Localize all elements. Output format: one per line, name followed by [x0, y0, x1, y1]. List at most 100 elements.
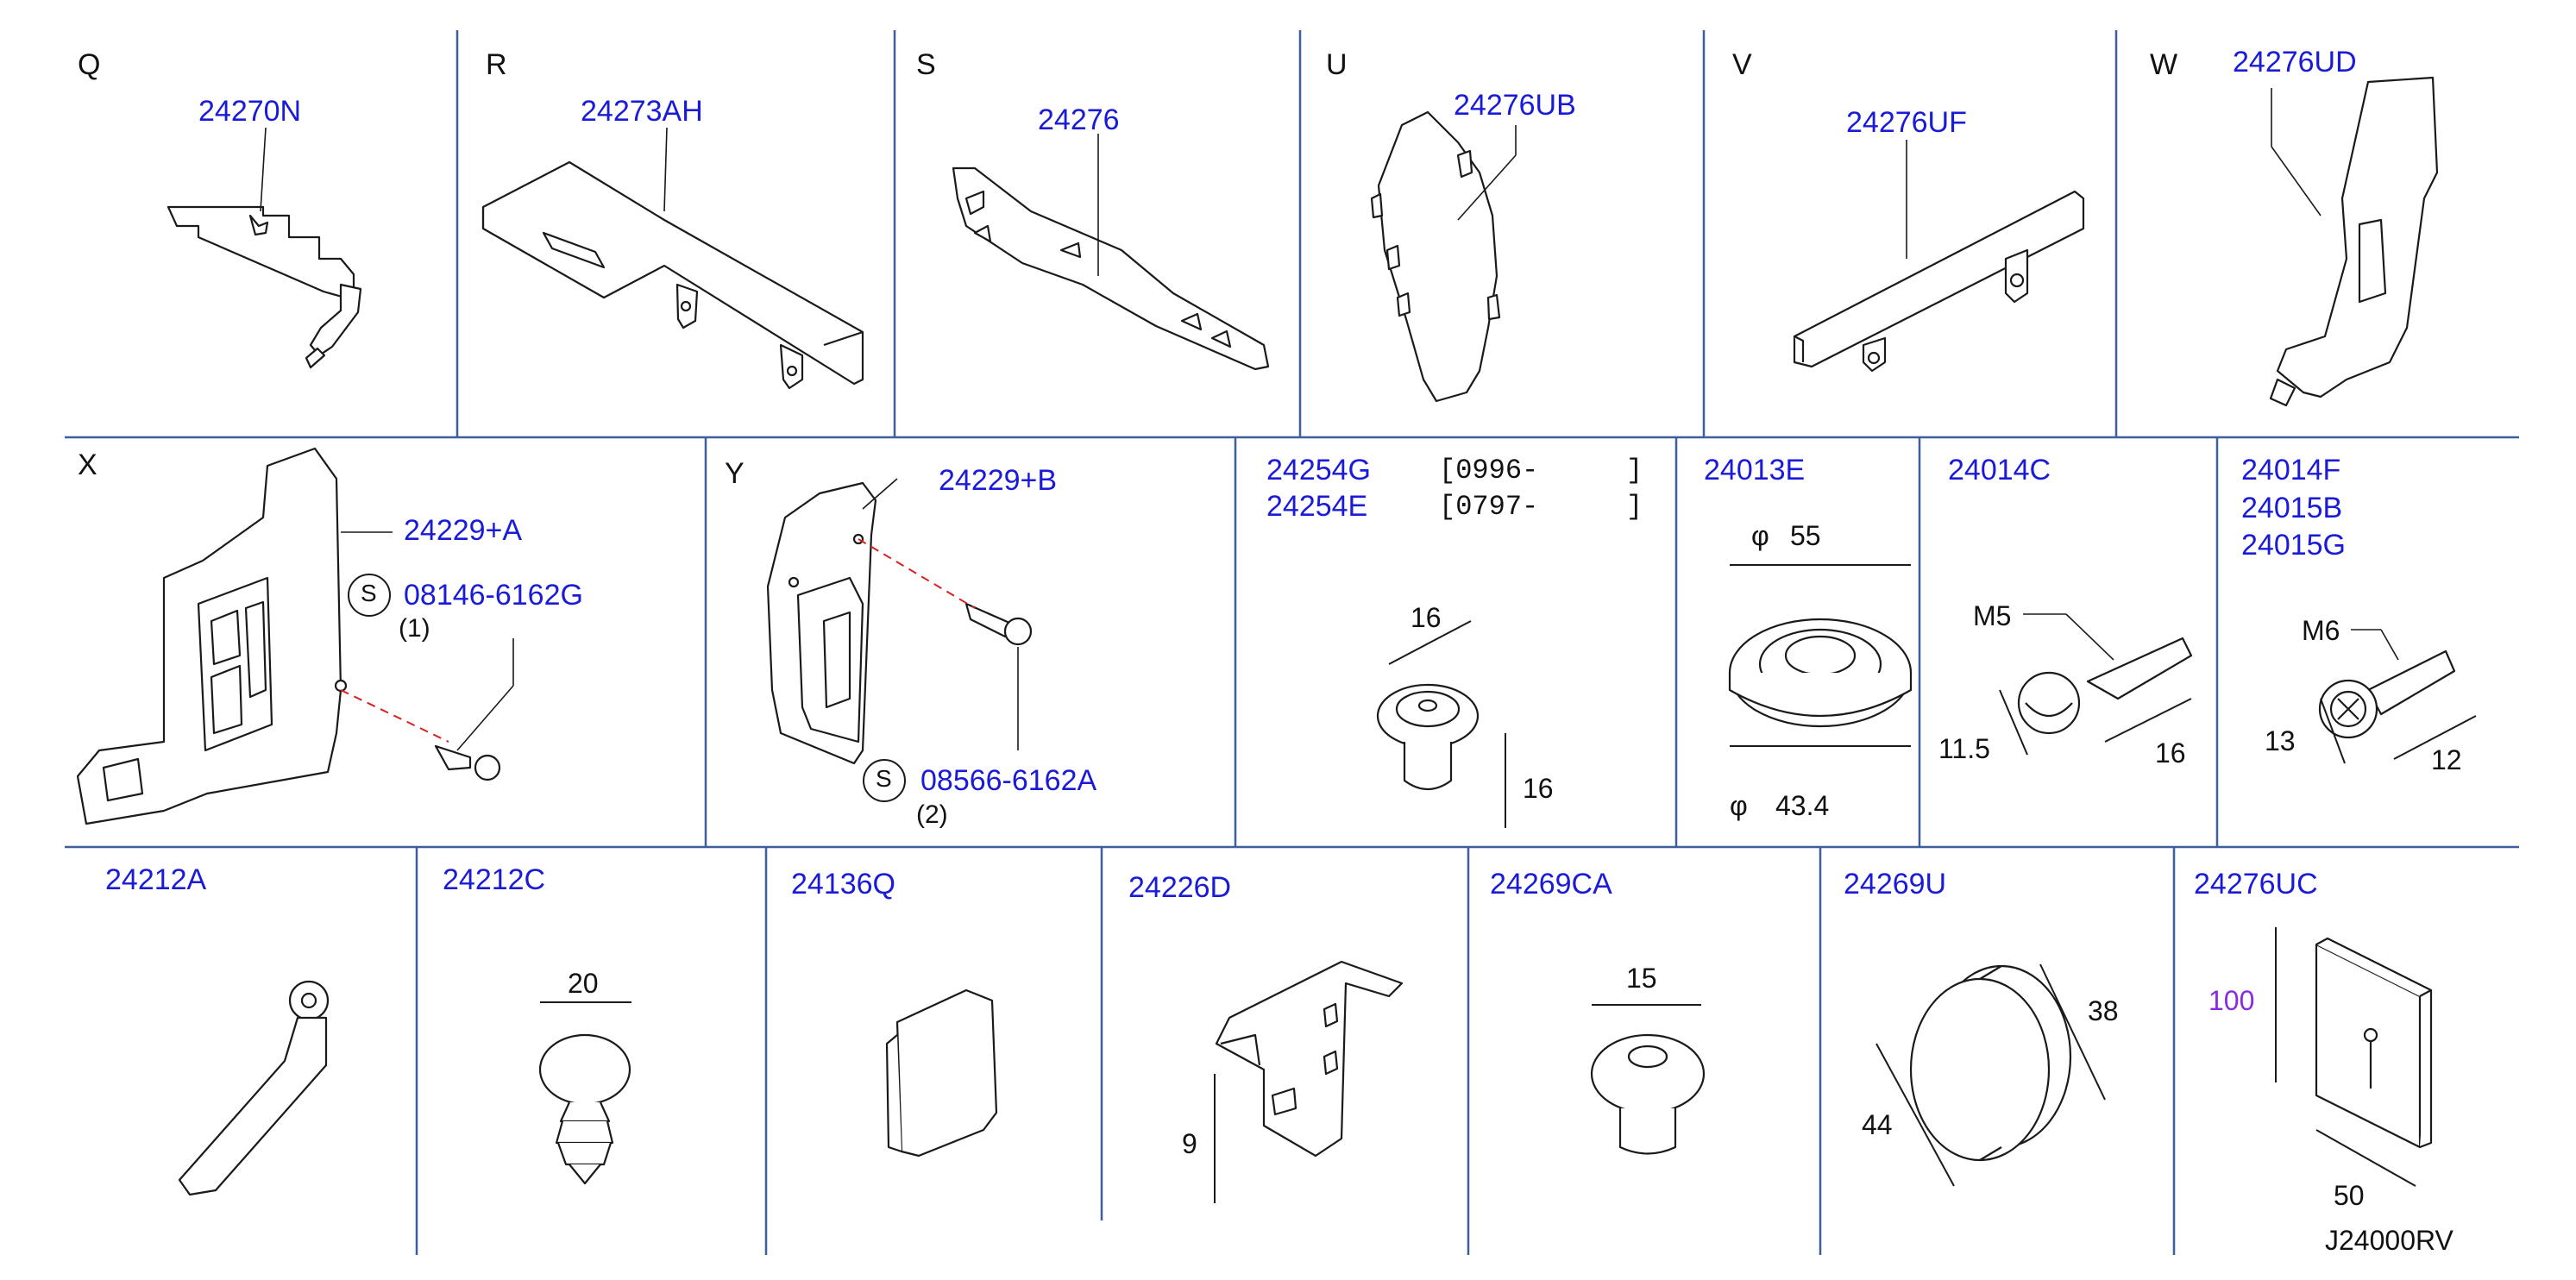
plug-24269U [1909, 964, 2072, 1162]
dim-line [2104, 698, 2192, 743]
part-number-24254G: 24254G [1266, 454, 1371, 486]
clip-24254 [1376, 683, 1480, 791]
dimension-label: 44 [1862, 1109, 1893, 1140]
part-number-24276UC: 24276UC [2194, 868, 2318, 900]
bracket-24276UF [1793, 190, 2085, 373]
phi-symbol: φ [1730, 790, 1748, 821]
part-number-24276UF: 24276UF [1846, 106, 1967, 139]
screw-08146 [434, 744, 501, 781]
leader-line [260, 127, 267, 212]
s-symbol-circle [863, 759, 906, 802]
dimension-label: 9 [1182, 1128, 1197, 1159]
symbol-circles [348, 574, 906, 802]
part-number-24273AH: 24273AH [581, 95, 703, 128]
dim-line [1875, 1043, 1955, 1187]
part-number-24212C: 24212C [443, 863, 546, 896]
part-number-08146-6162G: 08146-6162G [404, 579, 583, 612]
date-range-end: ] [1626, 491, 1643, 523]
s-symbol-circle [348, 574, 391, 617]
leader-line [862, 478, 898, 510]
part-number-24276UD: 24276UD [2233, 46, 2357, 78]
leader-line [456, 685, 514, 751]
date-range-end: ] [1626, 455, 1643, 486]
dim-line [2393, 715, 2477, 760]
part-number-24229A: 24229+A [404, 514, 523, 547]
grid-lines [65, 30, 2519, 1255]
dimension-label: 16 [1523, 773, 1554, 804]
leader-line [2271, 146, 2322, 216]
dim-line [1388, 620, 1472, 665]
part-number-24015B: 24015B [2241, 492, 2343, 524]
thread-label: M6 [2302, 615, 2340, 646]
callout-dashes [340, 538, 976, 743]
quantity-label: 100 [2208, 985, 2255, 1016]
part-number-24269U: 24269U [1844, 868, 1947, 900]
dimension-label: 11.5 [1938, 733, 1990, 764]
part-number-24276: 24276 [1038, 104, 1120, 136]
cap-24136Q [885, 988, 998, 1158]
dimension-label: 16 [1411, 602, 1442, 633]
bracket-24229A [76, 447, 348, 825]
bracket-24273AH [481, 160, 864, 390]
grommet-24013E [1728, 618, 1913, 728]
dimension-lines [540, 564, 2477, 1203]
drawing-id: J24000RV [2325, 1225, 2453, 1256]
dash-line [340, 689, 449, 743]
bracket-24276 [952, 166, 1270, 371]
dimension-label: 55 [1790, 520, 1821, 551]
s-symbol: S [361, 580, 377, 606]
leader-line [2065, 613, 2114, 661]
dimension-label: 38 [2088, 995, 2119, 1026]
cell-letter-q: Q [78, 48, 101, 81]
clip-24226D [1215, 960, 1404, 1158]
quantity: (2) [916, 800, 948, 829]
part-number-24270N: 24270N [198, 95, 302, 128]
dim-line [2315, 1129, 2416, 1187]
part-number-24014C: 24014C [1948, 454, 2051, 486]
cell-letter-u: U [1326, 48, 1348, 81]
clamp-24212A [178, 980, 330, 1196]
dash-line [858, 538, 976, 609]
leader-lines [260, 88, 2399, 751]
screw-24014C [2017, 637, 2193, 735]
part-number-24276UB: 24276UB [1454, 89, 1576, 122]
dimension-label: 43.4 [1775, 790, 1830, 821]
part-number-24212A: 24212A [105, 863, 207, 896]
bracket-24270N [166, 205, 362, 369]
dimension-label: 50 [2334, 1180, 2365, 1211]
part-number-24269CA: 24269CA [1490, 868, 1612, 900]
dim-line [2039, 963, 2106, 1101]
s-symbol: S [876, 765, 892, 792]
date-range: [0996- [1439, 455, 1539, 486]
phi-symbol: φ [1751, 520, 1769, 551]
part-illustrations [76, 76, 2456, 1196]
quantity: (1) [399, 614, 430, 643]
part-number-24226D: 24226D [1128, 871, 1232, 904]
cell-letter-r: R [486, 48, 507, 81]
clip-24212C [538, 1033, 631, 1185]
dimension-label: 15 [1626, 963, 1657, 994]
part-number-24136Q: 24136Q [791, 868, 895, 900]
leader-line [1457, 154, 1517, 221]
leader-line [2380, 629, 2399, 661]
part-number-24254E: 24254E [1266, 490, 1368, 523]
dimension-label: 12 [2431, 744, 2462, 775]
part-number-24014F: 24014F [2241, 454, 2341, 486]
cell-letter-w: W [2150, 48, 2178, 81]
clip-24269CA [1590, 1033, 1706, 1155]
cell-letter-x: X [78, 449, 97, 481]
dimension-label: 16 [2155, 737, 2186, 769]
cell-letter-s: S [916, 48, 936, 81]
bracket-24229B [766, 481, 877, 765]
screw-08566 [964, 602, 1033, 646]
bracket-24276UD [2269, 76, 2439, 407]
part-number-24229B: 24229+B [939, 464, 1058, 497]
thread-label: M5 [1973, 600, 2012, 631]
bolt-24014F [2318, 649, 2456, 739]
dimension-label: 20 [568, 968, 599, 999]
dimension-label: 13 [2265, 725, 2296, 756]
pad-24276UC [2315, 937, 2433, 1149]
cell-letter-y: Y [725, 457, 745, 490]
